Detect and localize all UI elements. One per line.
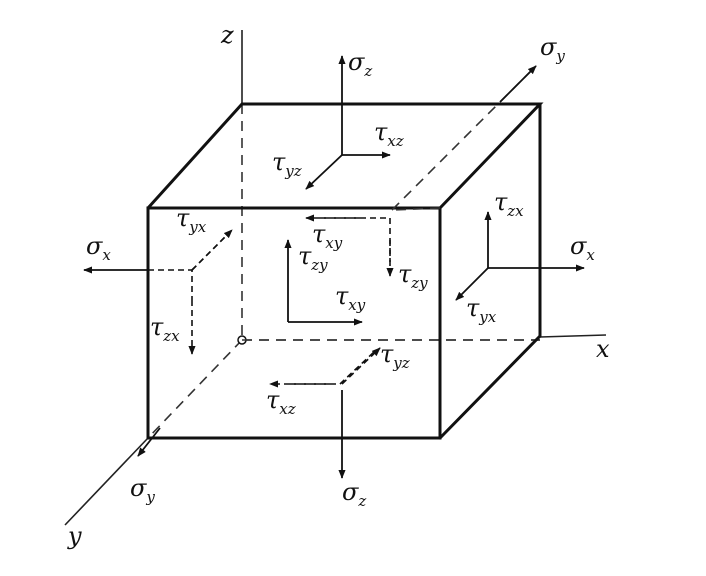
left-face-guide xyxy=(148,269,193,300)
cube-right-face xyxy=(438,102,542,440)
tau-xz-bottom-label: τxz xyxy=(266,386,296,418)
sigma-x-left-label: σx xyxy=(86,232,111,264)
tau-yx-right-label: τyx xyxy=(466,294,497,326)
cube-top-face xyxy=(146,102,544,210)
inner-face-guide xyxy=(320,217,391,262)
sigma-x-right-label: σx xyxy=(570,232,595,264)
coordinate-axes: z x y xyxy=(64,21,610,550)
x-axis-line xyxy=(539,334,607,338)
sigma-y-back-arrow xyxy=(499,65,537,103)
tau-yx-left-label: τyx xyxy=(176,204,207,236)
tau-xy-front-label: τxy xyxy=(312,220,343,252)
tau-yz-top-arrow xyxy=(305,154,343,190)
y-axis-line xyxy=(64,437,149,526)
bottom-face-guide xyxy=(290,349,377,385)
stress-labels: σz σy τxz τyz τyx τxy τzy τzy τxy σx τzx… xyxy=(86,33,595,510)
tau-yz-bottom-arrow xyxy=(341,347,381,385)
sigma-y-back-label: σy xyxy=(540,33,565,65)
stress-cube xyxy=(146,102,544,440)
tau-yz-bottom-label: τyz xyxy=(380,340,410,372)
tau-zx-left-label: τzx xyxy=(150,313,180,345)
top-guide xyxy=(391,207,441,211)
sigma-y-front-arrow xyxy=(137,427,161,457)
stress-arrows xyxy=(83,55,585,479)
cube-front-face xyxy=(146,206,442,440)
y-axis-label: y xyxy=(67,522,82,550)
tau-xz-top-label: τxz xyxy=(374,118,404,150)
tau-yz-top-label: τyz xyxy=(272,148,302,180)
sigma-y-front-label: σy xyxy=(130,474,155,506)
z-axis-label: z xyxy=(220,21,234,49)
tau-zy-inner-label: τzy xyxy=(398,260,428,292)
sigma-z-bottom-label: σz xyxy=(342,478,366,510)
tau-zy-center-label: τzy xyxy=(298,242,328,274)
tau-yx-left-arrow xyxy=(191,229,233,271)
tau-xy-center-label: τxy xyxy=(335,282,366,314)
y-axis-hidden-line xyxy=(147,339,243,439)
tau-yx-right-arrow xyxy=(455,267,489,301)
x-axis-label: x xyxy=(596,335,610,363)
sigma-z-top-label: σz xyxy=(348,48,372,80)
tau-zx-right-label: τzx xyxy=(494,188,524,220)
